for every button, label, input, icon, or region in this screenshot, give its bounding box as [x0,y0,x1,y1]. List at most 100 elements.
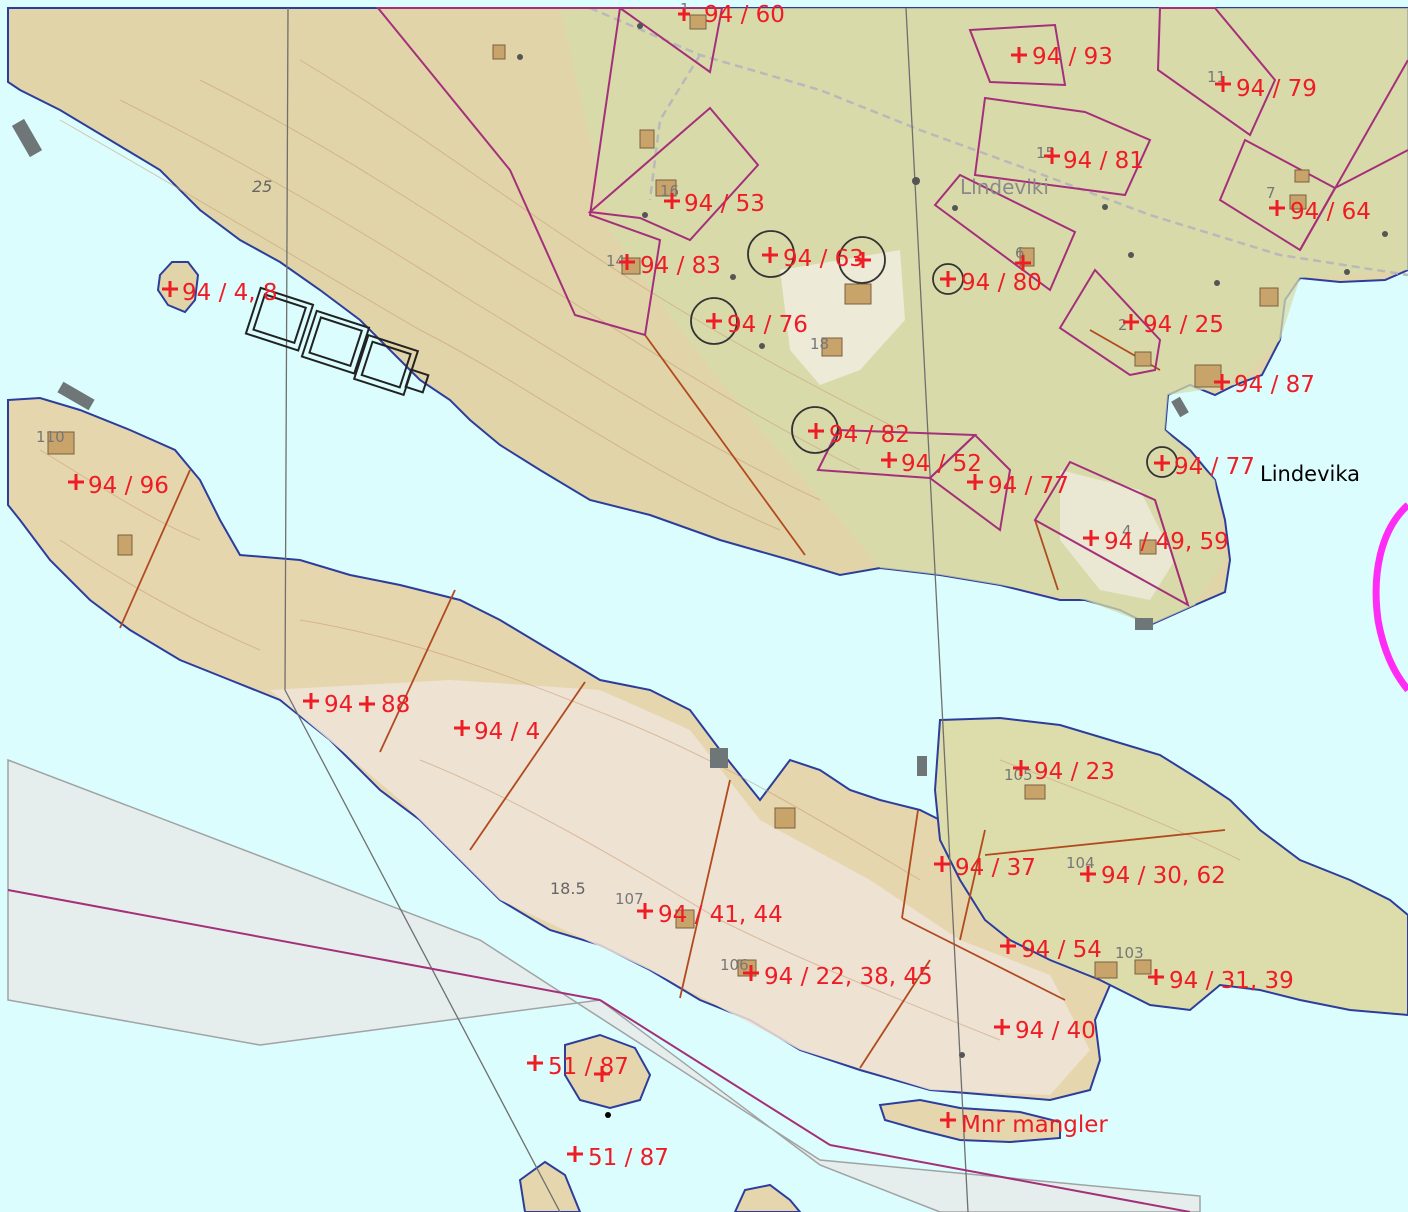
svg-text:94 / 22, 38, 45: 94 / 22, 38, 45 [764,964,933,990]
parcel-label: 94 / 81 [1044,148,1144,174]
house-number: 16 [660,182,679,200]
svg-text:94 / 82: 94 / 82 [829,422,910,448]
piers [11,118,1189,776]
parcel-label: 94 / 4, 8 [162,280,278,306]
parcel-label: 94 / 22, 38, 45 [743,964,933,990]
islet-nw [156,261,200,314]
svg-text:94 / 80: 94 / 80 [961,270,1042,296]
islet-south-3 [518,1160,582,1212]
svg-text:Mnr mangler: Mnr mangler [961,1112,1108,1138]
svg-text:94 / 93: 94 / 93 [1032,44,1113,70]
parcel-label: 94 / 54 [1000,937,1102,963]
contour-lines [39,59,1241,1041]
roads [589,6,1408,277]
parcel-label: 94 / 79 [1215,76,1317,102]
islet-south-4 [733,1183,802,1212]
svg-text:94 / 40: 94 / 40 [1015,1018,1096,1044]
parcel-label: 94 / 83 [619,253,721,279]
islet-south-1 [564,1033,652,1110]
fish-farm [244,286,430,397]
house-number: 14 [606,252,625,270]
svg-text:94 / 4, 8: 94 / 4, 8 [182,280,278,306]
house-number: 105 [1004,766,1033,784]
parcel-label: 94 [303,692,353,718]
parcel-label: 94 / 31, 39 [1148,968,1294,994]
parcel-label: 51 / 87 [567,1145,669,1171]
svg-text:94 / 25: 94 / 25 [1143,312,1224,338]
shipping-lane [7,758,1201,1212]
house-number: 11 [1207,68,1226,86]
parcel-label: 94 / 4 [454,719,540,745]
parcel-label: 94 / 41, 44 [637,902,783,928]
parcel-label: 88 [359,692,410,718]
cleared-area-2 [1060,470,1175,600]
place-name-lindevika: Lindevika [1260,462,1360,486]
svg-text:94 / 4: 94 / 4 [474,719,540,745]
svg-text:94 / 77: 94 / 77 [988,473,1069,499]
svg-text:94 / 87: 94 / 87 [1234,372,1315,398]
parcel-label: 94 / 37 [934,855,1036,881]
island-east [933,716,1408,1017]
boundary-point-circles [690,230,1178,478]
parcel-label: 94 / 76 [706,312,808,338]
svg-text:94 / 76: 94 / 76 [727,312,808,338]
survey-dots [517,23,1388,1118]
house-numbers: 1 11 15 16 14 18 2 4 6 7 105 104 107 106… [36,0,1276,974]
parcel-label: 51 / 87 [527,1054,629,1080]
svg-text:94: 94 [324,692,353,718]
parcel-polygons [7,7,1408,1212]
svg-text:94 / 64: 94 / 64 [1290,199,1371,225]
parcel-label: Mnr mangler [940,1112,1108,1138]
parcel-label: 94 / 52 [881,451,982,477]
parcel-label: 94 / 40 [994,1018,1096,1044]
svg-text:94 / 63: 94 / 63 [783,246,864,272]
svg-text:94 / 30, 62: 94 / 30, 62 [1101,863,1226,889]
survey-lines [284,7,969,1212]
svg-text:94 / 54: 94 / 54 [1021,937,1102,963]
svg-text:94 / 53: 94 / 53 [684,191,765,217]
parcel-label: 94 / 60 [678,2,785,28]
svg-text:94 / 96: 94 / 96 [88,473,169,499]
svg-text:94 / 52: 94 / 52 [901,451,982,477]
elevation-label: 18.5 [550,879,586,898]
house-number: 7 [1266,184,1276,202]
parcel-label: 94 / 64 [1269,199,1371,225]
parcel-label: 94 / 25 [1123,312,1224,338]
house-number: 104 [1066,854,1095,872]
place-name-lindeviki: Lindeviki [960,175,1049,199]
parcel-label: 94 / 53 [664,191,765,217]
cleared-area [780,250,905,385]
parcel-cross [594,1066,610,1082]
parcel-label: 94 / 87 [1214,372,1315,398]
parcel-label: 94 / 23 [1013,759,1115,785]
house-number: 2 [1118,316,1128,334]
mainland-forest [560,8,1408,625]
house-number: 106 [720,956,749,974]
svg-text:94 / 79: 94 / 79 [1236,76,1317,102]
elevation-label: 25 [252,177,272,196]
house-number: 110 [36,428,65,446]
svg-text:88: 88 [381,692,410,718]
svg-text:51 / 87: 51 / 87 [548,1054,629,1080]
house-number: 6 [1015,244,1025,262]
parcel-labels: 94 / 60 94 / 93 94 / 79 94 / 81 94 / 64 … [68,2,1371,1171]
svg-text:94 / 83: 94 / 83 [640,253,721,279]
parcel-label: 94 / 49, 59 [1083,529,1229,555]
svg-text:94 / 77: 94 / 77 [1174,454,1255,480]
svg-text:51 / 87: 51 / 87 [588,1145,669,1171]
house-number: 18 [810,335,829,353]
parcel-label: 94 / 63 [762,246,864,272]
svg-text:94 / 49, 59: 94 / 49, 59 [1104,529,1229,555]
buildings [47,14,1310,979]
parcel-cross [1015,255,1031,271]
parcel-label: 94 / 30, 62 [1080,863,1226,889]
parcel-label: 94 / 82 [808,422,910,448]
house-number: 103 [1115,944,1144,962]
svg-text:94 / 60: 94 / 60 [704,2,785,28]
svg-text:94 / 41, 44: 94 / 41, 44 [658,902,783,928]
svg-text:94 / 23: 94 / 23 [1034,759,1115,785]
islet-south-2 [878,1098,1061,1144]
parcel-label: 94 / 96 [68,473,169,499]
svg-text:94 / 81: 94 / 81 [1063,148,1144,174]
